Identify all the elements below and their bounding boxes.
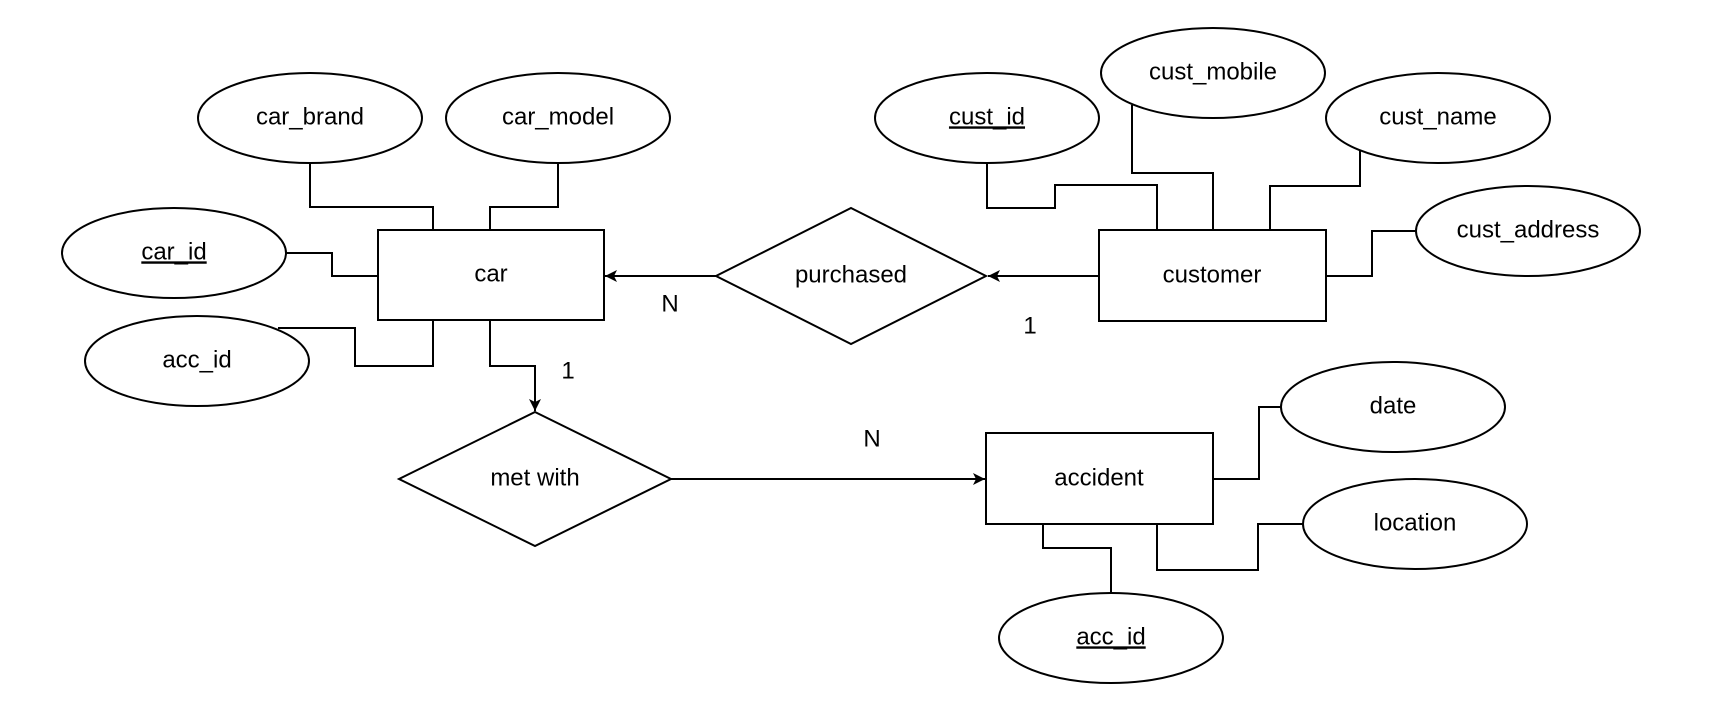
attribute-location-label: location <box>1374 509 1457 536</box>
edge-location <box>1156 523 1303 571</box>
attribute-car-id-label: car_id <box>141 238 206 265</box>
attribute-cust-id-label: cust_id <box>949 103 1025 130</box>
attribute-location[interactable]: location <box>1302 478 1528 570</box>
attribute-car-model-label: car_model <box>502 103 614 130</box>
attribute-car-brand[interactable]: car_brand <box>197 72 423 164</box>
attribute-car-id[interactable]: car_id <box>61 207 287 299</box>
edge-car-brand <box>309 163 434 230</box>
attribute-cust-mobile-label: cust_mobile <box>1149 58 1277 85</box>
cardinality-purchased-customer: 1 <box>1023 312 1036 339</box>
cardinality-metwith-car: 1 <box>561 357 574 384</box>
attribute-cust-address[interactable]: cust_address <box>1415 185 1641 277</box>
entity-customer-label: customer <box>1163 261 1262 288</box>
edge-cust-name <box>1269 150 1361 230</box>
attribute-accident-acc-id[interactable]: acc_id <box>998 592 1224 684</box>
relationship-purchased-label: purchased <box>795 261 907 288</box>
relationship-met-with-label: met with <box>490 464 579 491</box>
attribute-car-acc-id-label: acc_id <box>162 346 231 373</box>
cardinality-purchased-car: N <box>661 290 678 317</box>
entity-car[interactable]: car <box>377 229 605 321</box>
edge-cust-mobile <box>1131 105 1214 230</box>
attribute-date[interactable]: date <box>1280 361 1506 453</box>
edge-car-acc-id <box>278 320 434 367</box>
entity-customer[interactable]: customer <box>1098 229 1327 322</box>
attribute-cust-mobile[interactable]: cust_mobile <box>1100 27 1326 119</box>
edge-car-metwith <box>489 320 541 411</box>
edge-cust-address <box>1326 230 1417 277</box>
entity-accident-label: accident <box>1054 464 1144 491</box>
relationship-purchased[interactable]: purchased <box>713 206 989 346</box>
attribute-date-label: date <box>1370 392 1417 419</box>
attribute-cust-address-label: cust_address <box>1457 216 1600 243</box>
attribute-car-acc-id[interactable]: acc_id <box>84 315 310 407</box>
relationship-met-with[interactable]: met with <box>396 410 674 548</box>
edge-cust-id <box>986 163 1158 230</box>
edge-car-model <box>489 163 559 230</box>
attribute-cust-name-label: cust_name <box>1379 103 1496 130</box>
entity-car-label: car <box>474 260 507 287</box>
connectors <box>278 105 1417 593</box>
edge-date <box>1214 406 1282 480</box>
attribute-accident-acc-id-label: acc_id <box>1076 623 1145 650</box>
cardinality-metwith-accident: N <box>863 425 880 452</box>
edge-car-id <box>285 252 378 277</box>
edge-accident-acc-id <box>1042 525 1112 593</box>
attribute-cust-id[interactable]: cust_id <box>874 72 1100 164</box>
attribute-cust-name[interactable]: cust_name <box>1325 72 1551 164</box>
entity-accident[interactable]: accident <box>985 432 1214 525</box>
attribute-car-model[interactable]: car_model <box>445 72 671 164</box>
attribute-car-brand-label: car_brand <box>256 103 364 130</box>
